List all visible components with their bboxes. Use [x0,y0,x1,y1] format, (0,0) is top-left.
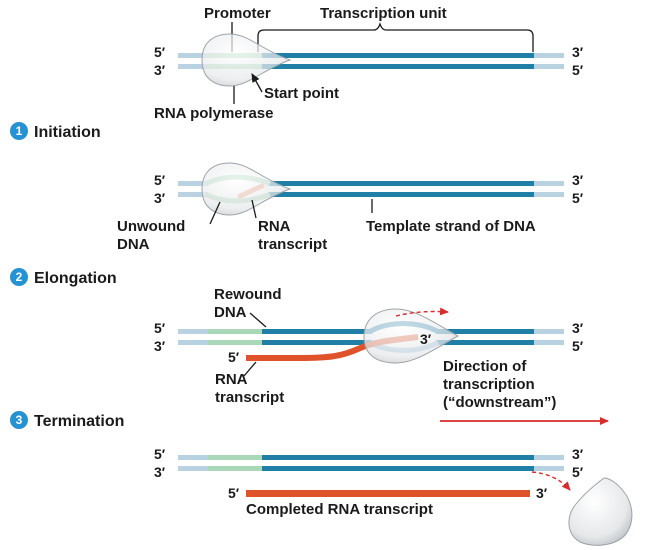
transcription-unit-label: Transcription unit [320,5,447,22]
rewound-dna-label: Rewound [214,286,282,303]
dna-end-label: 5′ [154,172,166,188]
step-number: 3 [16,413,23,427]
dna-bottom-left-flank [178,340,208,345]
promoter-label: Promoter [204,5,271,22]
step-number: 1 [16,124,23,138]
overview-panel: Promoter Transcription unit 5′ 3′ 3′ 5′ … [154,5,584,122]
dna-bottom-strand [268,192,534,197]
dna-bottom-strand [262,466,534,471]
dna-top-left-flank [178,329,208,334]
release-arrow-icon [531,471,571,491]
promoter-bottom-strand [208,340,262,345]
dna-top-right-flank [534,455,564,460]
step-termination: 3 Termination 5′ 3′ 3′ 5′ 5′ 3′ Complete… [10,411,633,546]
dna-bottom-right-flank [534,466,564,471]
dna-top-strand [268,181,534,186]
dna-top-strand-downstream [436,329,534,334]
direction-label: (“downstream”) [443,394,556,411]
promoter-top-strand [208,329,262,334]
rna-end-label: 5′ [228,485,240,501]
rna-end-label: 3′ [420,331,432,347]
released-polymerase-icon [568,477,633,546]
rewound-dna-leader [249,312,267,328]
rna-transcript-leader [243,361,257,377]
transcription-unit-bracket [257,21,534,52]
dna-bottom-strand-downstream [436,340,534,345]
dna-top-right-flank [534,329,564,334]
dna-end-label: 5′ [572,338,584,354]
rna-end-label: 3′ [536,485,548,501]
dna-top-right-flank [534,181,564,186]
unwound-dna-label: Unwound [117,218,185,235]
rna-transcript-label: RNA [215,371,248,388]
rna-transcript-label: transcript [215,389,284,406]
completed-rna-strand [246,490,530,497]
rna-transcript-label: transcript [258,236,327,253]
dna-end-label: 3′ [154,190,166,206]
step-name: Termination [34,413,124,430]
step-number: 2 [16,270,23,284]
dna-end-label: 5′ [154,44,166,60]
dna-end-label: 5′ [572,464,584,480]
dna-end-label: 5′ [154,446,166,462]
dna-top-left-flank [178,181,208,186]
rewound-dna-label: DNA [214,304,247,321]
dna-end-label: 5′ [572,62,584,78]
dna-double-helix [178,455,564,471]
dna-bottom-left-flank [178,466,208,471]
dna-bottom-left-flank [178,192,208,197]
step-name: Initiation [34,124,101,141]
dna-end-label: 3′ [572,446,584,462]
dna-end-label: 5′ [154,320,166,336]
rna-end-label: 5′ [228,349,240,365]
dna-end-label: 3′ [572,320,584,336]
dna-top-strand [262,53,534,58]
dna-bottom-left-flank [178,64,208,69]
direction-label: transcription [443,376,535,393]
step-initiation: 1 Initiation 5′ 3′ 3′ 5′ Unwound DNA RNA… [10,122,584,253]
numbered-circle-icon [10,268,28,286]
dna-top-strand [262,455,534,460]
dna-bottom-right-flank [534,340,564,345]
dna-top-left-flank [178,53,208,58]
dna-top-right-flank [534,53,564,58]
step-elongation: 2 Elongation Rewound DNA 5′ 3′ 3′ 5′ 3′ … [10,268,609,425]
rna-transcript-label: RNA [258,218,291,235]
dna-end-label: 3′ [154,464,166,480]
rna-polymerase-blob-icon [201,33,292,87]
numbered-circle-icon [10,122,28,140]
dna-end-label: 3′ [154,338,166,354]
promoter-top-strand [208,455,262,460]
dna-bottom-strand [262,64,534,69]
promoter-bottom-strand [208,466,262,471]
dna-end-label: 3′ [572,44,584,60]
rna-polymerase-blob-icon [201,162,292,216]
unwound-dna-leader [209,201,221,225]
dna-bottom-right-flank [534,192,564,197]
rna-transcript-leader [251,199,257,219]
unwound-dna-label: DNA [117,236,150,253]
start-point-arrow-icon [251,73,263,93]
dna-top-left-flank [178,455,208,460]
dna-bottom-right-flank [534,64,564,69]
dna-top-strand [262,329,372,334]
dna-end-label: 3′ [572,172,584,188]
dna-bottom-strand [262,340,372,345]
dna-end-label: 5′ [572,190,584,206]
direction-label: Direction of [443,358,527,375]
step-name: Elongation [34,270,117,287]
rna-polymerase-label: RNA polymerase [154,105,274,122]
rna-polymerase-blob-icon [363,308,460,364]
completed-rna-label: Completed RNA transcript [246,501,433,518]
numbered-circle-icon [10,411,28,429]
dna-end-label: 3′ [154,62,166,78]
template-strand-label: Template strand of DNA [366,218,536,235]
start-point-label: Start point [264,85,339,102]
